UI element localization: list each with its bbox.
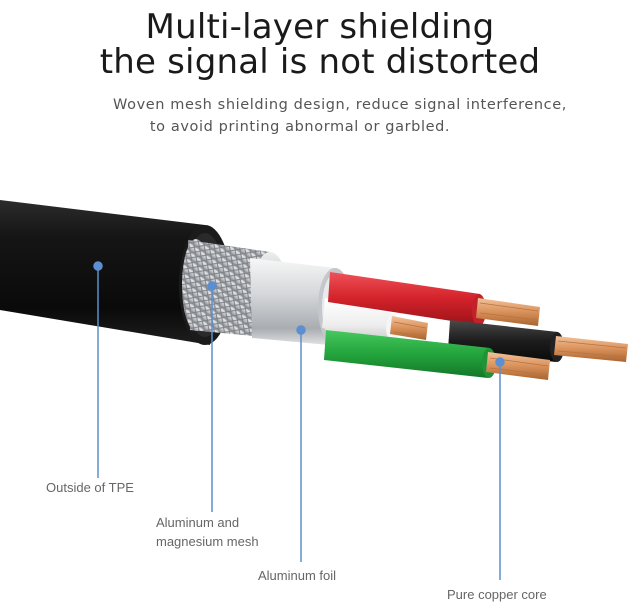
- wire-white: [322, 298, 428, 342]
- pointer-lines: [93, 261, 505, 580]
- label-tpe: Outside of TPE: [46, 480, 134, 495]
- label-mesh-line-1: Aluminum and: [156, 515, 240, 530]
- subtitle-line-1: Woven mesh shielding design, reduce sign…: [113, 97, 567, 113]
- label-foil: Aluminum foil: [258, 568, 337, 583]
- title-line-2: the signal is not distorted: [99, 42, 541, 82]
- pointer-dot-copper: [495, 357, 505, 367]
- pointer-dot-tpe: [93, 261, 103, 271]
- title-line-1: Multi-layer shielding: [145, 7, 495, 47]
- pointer-dot-foil: [296, 325, 306, 335]
- subtitle-line-2: to avoid printing abnormal or garbled.: [149, 119, 451, 135]
- label-copper: Pure copper core: [447, 587, 547, 602]
- label-mesh-line-2: magnesium mesh: [156, 534, 259, 549]
- wire-green: [324, 330, 550, 380]
- pointer-dot-mesh: [207, 281, 217, 291]
